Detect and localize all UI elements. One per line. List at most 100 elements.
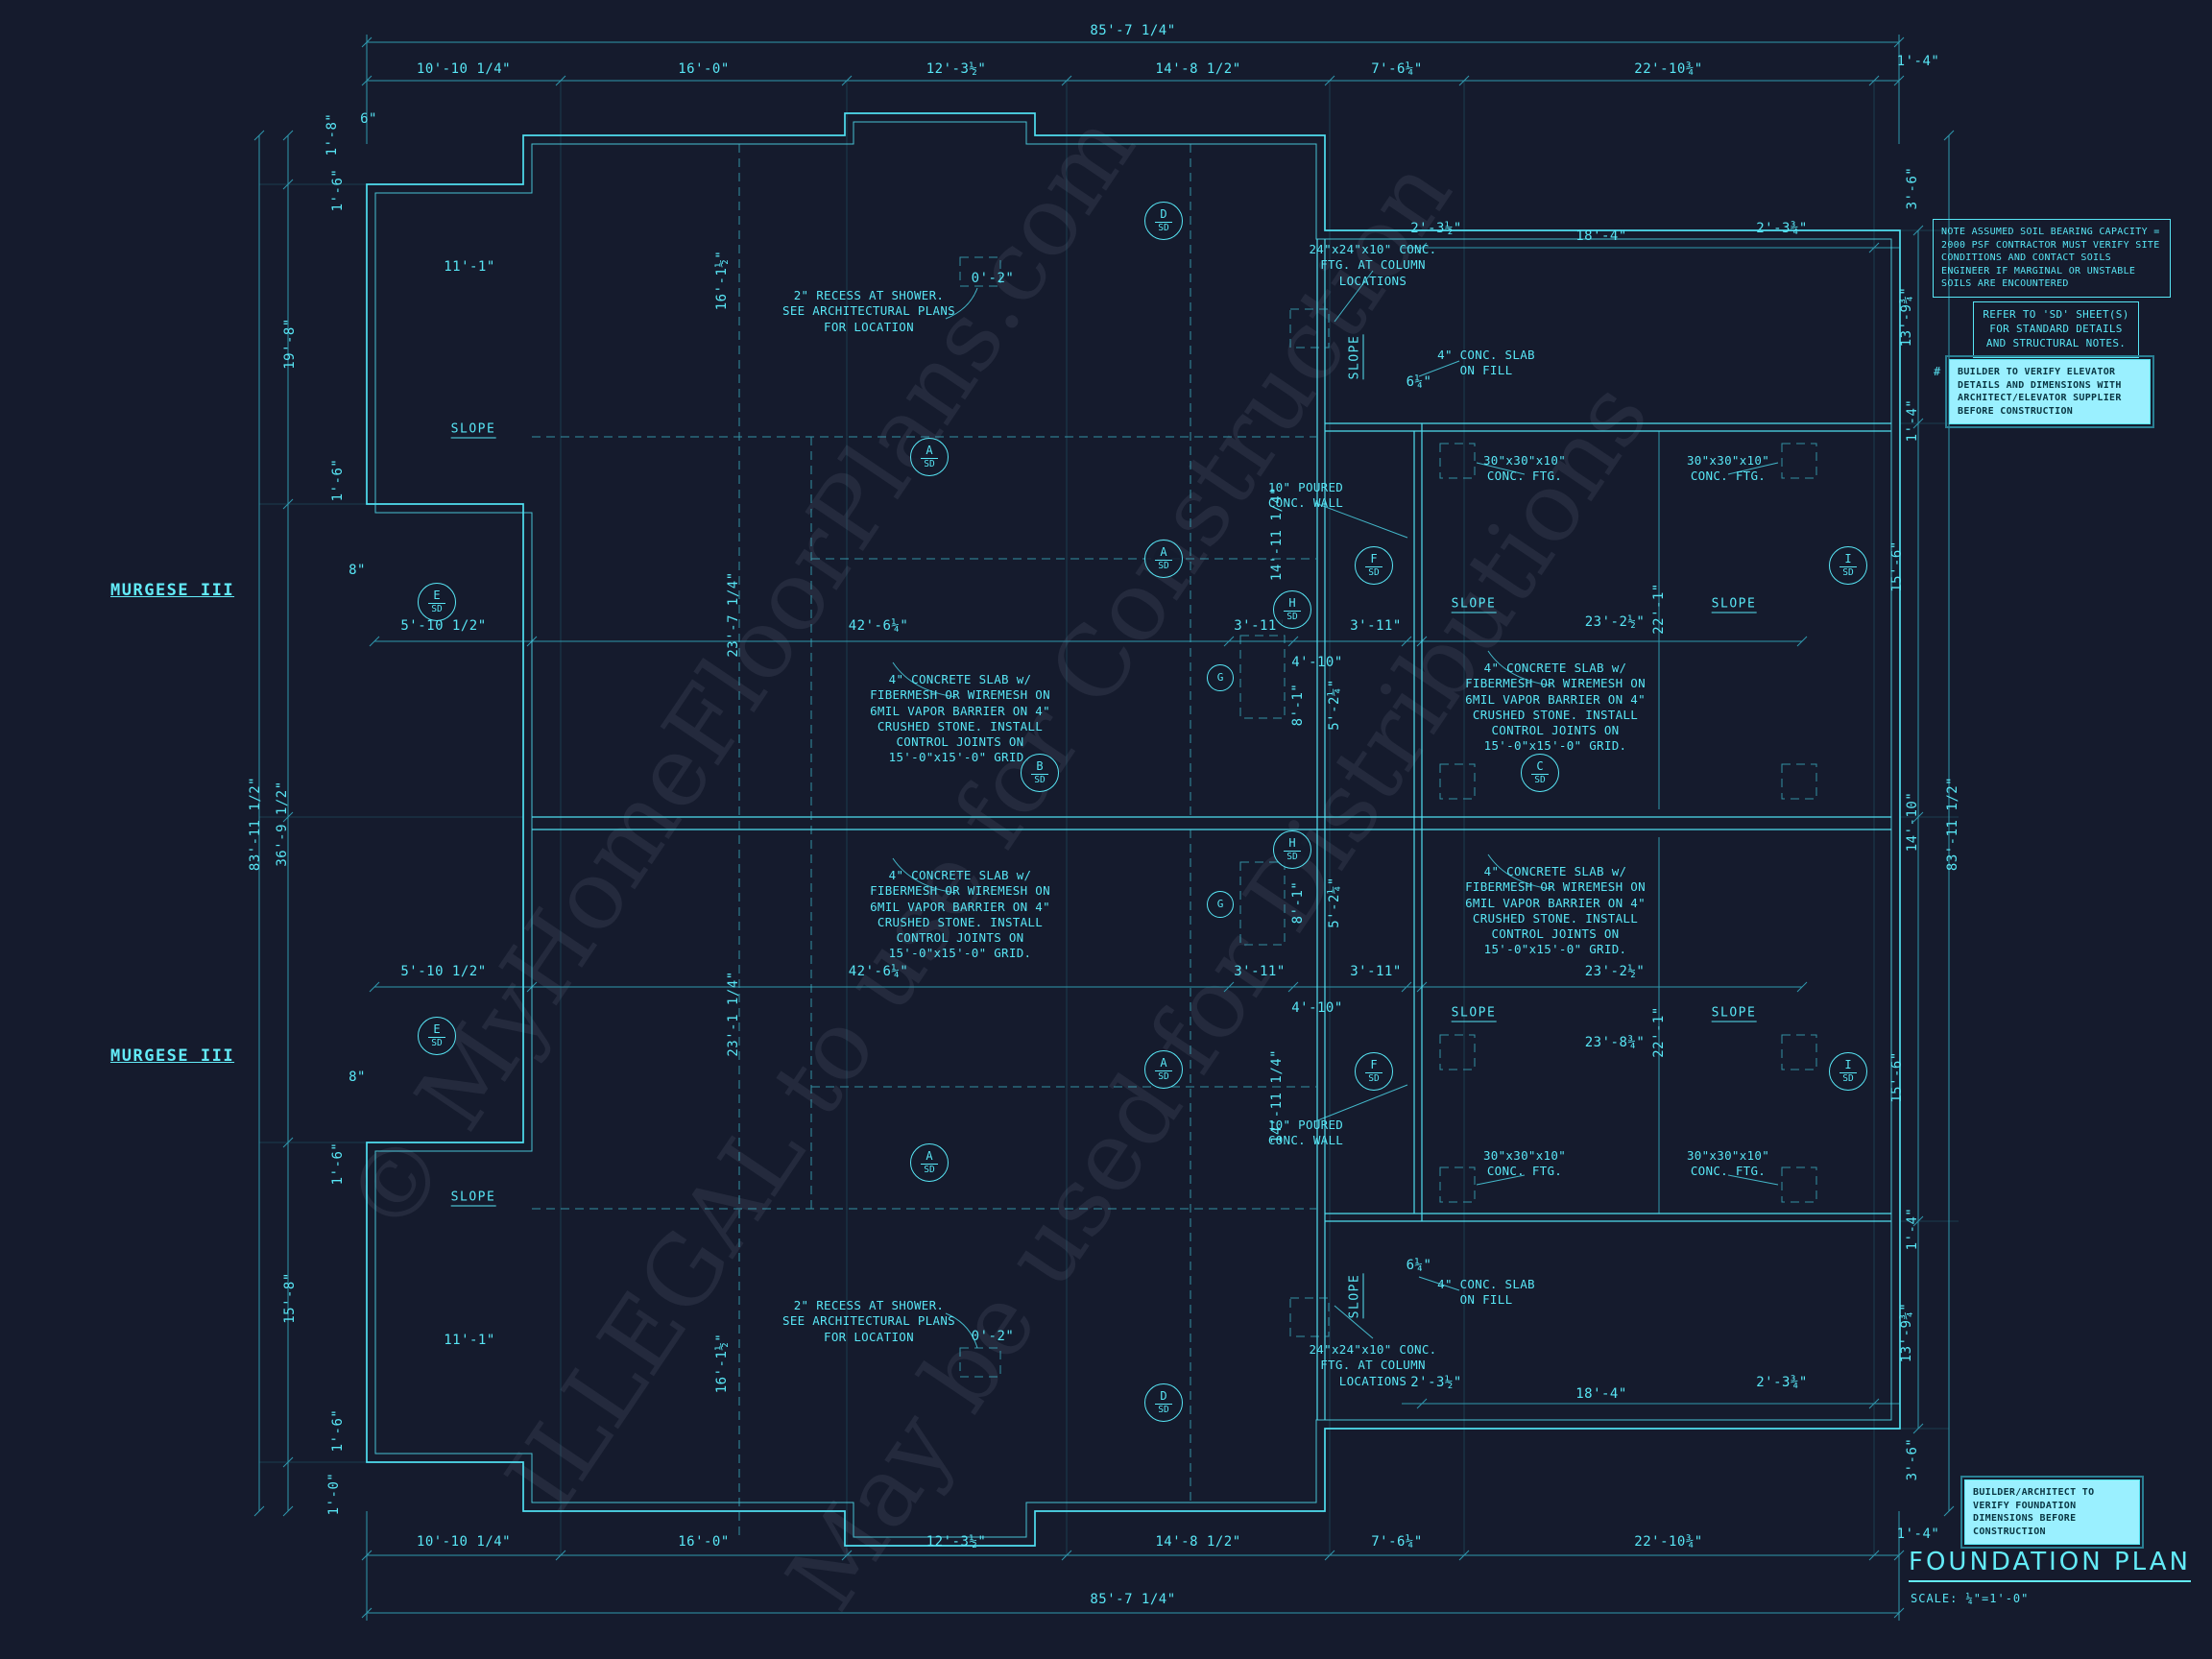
callout-sheet: SD <box>1368 1072 1380 1084</box>
dim-label: 3'-11" <box>1234 618 1286 634</box>
callout-letter: F <box>1365 1058 1382 1073</box>
callout-letter: E <box>428 589 445 604</box>
callout-letter: G <box>1216 898 1224 911</box>
dim-label: 1'-6" <box>330 168 346 212</box>
callout-sheet: SD <box>1534 774 1546 785</box>
dim-label: 13'-9¾" <box>1899 1302 1914 1363</box>
callout-letter: A <box>921 444 938 459</box>
dim-label: 42'-6¼" <box>848 618 909 634</box>
dim-label: 13'-9¾" <box>1899 286 1914 348</box>
dim-label: 1'-6" <box>330 458 346 502</box>
column-footing <box>1289 308 1330 349</box>
note-concrete-slab: 4" CONCRETE SLAB w/ FIBERMESH OR WIREMES… <box>870 868 1050 961</box>
note-column-footing: 24"x24"x10" CONC. FTG. AT COLUMN LOCATIO… <box>1309 242 1437 288</box>
unit-label-murgese: MURGESE III <box>110 581 235 600</box>
callout-letter: C <box>1531 759 1549 775</box>
garage-footing <box>1439 1166 1476 1203</box>
dim-label: 2'-3½" <box>1410 221 1462 236</box>
dim-label: 23'-8¾" <box>1584 1035 1646 1050</box>
dim-label: 85'-7 1/4" <box>1090 1592 1176 1607</box>
slope-label: SLOPE <box>1451 1005 1497 1022</box>
dim-label: 15'-8" <box>282 1272 298 1324</box>
dim-label: 85'-7 1/4" <box>1090 23 1176 38</box>
callout-letter: F <box>1365 552 1382 567</box>
dim-label: 23'-2½" <box>1584 964 1646 979</box>
dim-label: 7'-6¼" <box>1371 1534 1423 1550</box>
dim-label: 8" <box>349 1070 366 1085</box>
dim-label: 14'-8 1/2" <box>1155 61 1241 77</box>
callout-sheet: SD <box>924 458 935 469</box>
callout-sheet: SD <box>1158 222 1169 233</box>
slope-label: SLOPE <box>450 1190 496 1207</box>
callout-g: G <box>1207 664 1234 691</box>
column-pad <box>1239 861 1286 946</box>
note-garage-footing: 30"x30"x10" CONC. FTG. <box>1686 453 1770 484</box>
callout-letter: B <box>1031 759 1048 775</box>
foundation-walls <box>366 112 1901 1547</box>
unit-label-murgese: MURGESE III <box>110 1046 235 1066</box>
garage-footing <box>1781 763 1817 800</box>
note-concrete-slab: 4" CONCRETE SLAB w/ FIBERMESH OR WIREMES… <box>1465 864 1646 957</box>
note-slab-on-fill: 4" CONC. SLAB ON FILL <box>1437 348 1535 378</box>
dim-label: 16'-0" <box>678 61 730 77</box>
callout-sheet: SD <box>1842 566 1854 578</box>
sheet-title: FOUNDATION PLAN <box>1909 1548 2191 1582</box>
dim-label: 6¼" <box>1406 1258 1432 1273</box>
slope-label: SLOPE <box>1347 1273 1364 1319</box>
dim-label: 15'-6" <box>1889 541 1905 592</box>
dim-label: 1'-0" <box>326 1472 342 1516</box>
slope-label: SLOPE <box>1451 596 1497 613</box>
dim-label: 8'-1" <box>1290 880 1306 925</box>
dim-label: 22'-1" <box>1651 583 1667 635</box>
slope-label: SLOPE <box>450 421 496 439</box>
slope-label: SLOPE <box>1347 334 1364 380</box>
column-footing <box>1289 1297 1330 1337</box>
sheet-scale: SCALE: ¼"=1'-0" <box>1911 1592 2030 1605</box>
dim-label: 42'-6¼" <box>848 964 909 979</box>
dim-label: 18'-4" <box>1575 228 1627 244</box>
callout-sheet: SD <box>1034 774 1046 785</box>
dim-label: 4'-10" <box>1291 1000 1343 1016</box>
leader-lines <box>892 270 1779 1349</box>
slope-label: SLOPE <box>1711 596 1757 613</box>
dim-label: 10'-10 1/4" <box>416 1534 512 1550</box>
dim-label: 3'-6" <box>1905 1437 1920 1481</box>
dim-label: 1'-8" <box>325 112 340 156</box>
garage-footing <box>1781 1034 1817 1070</box>
note-shower-recess: 2" RECESS AT SHOWER. SEE ARCHITECTURAL P… <box>782 288 955 334</box>
note-garage-footing: 30"x30"x10" CONC. FTG. <box>1482 1148 1567 1179</box>
slope-label: SLOPE <box>1711 1005 1757 1022</box>
callout-sheet: SD <box>924 1164 935 1175</box>
inner-wall-line <box>374 121 1892 1538</box>
dim-label: 1'-4" <box>1905 1207 1920 1251</box>
dim-label: 1'-4" <box>1896 54 1940 69</box>
dim-label: 2'-3¾" <box>1756 1375 1808 1390</box>
dim-label: 18'-4" <box>1575 1386 1627 1402</box>
dim-label: 23'-2½" <box>1584 614 1646 630</box>
interior-walls <box>532 239 1891 1420</box>
dim-label: 14'-8 1/2" <box>1155 1534 1241 1550</box>
note-shower-recess: 2" RECESS AT SHOWER. SEE ARCHITECTURAL P… <box>782 1298 955 1344</box>
note-poured-wall: 10" POURED CONC. WALL <box>1267 1118 1344 1148</box>
dim-label: 1'-4" <box>1896 1527 1940 1542</box>
callout-letter: D <box>1155 207 1172 223</box>
note-garage-footing: 30"x30"x10" CONC. FTG. <box>1686 1148 1770 1179</box>
dim-label: 19'-8" <box>282 318 298 370</box>
sd-sheet-note: REFER TO 'SD' SHEET(S) FOR STANDARD DETA… <box>1973 301 2139 358</box>
callout-sheet: SD <box>1286 851 1298 862</box>
callout-sheet: SD <box>1286 611 1298 622</box>
callout-letter: A <box>921 1149 938 1165</box>
callout-letter: I <box>1839 1058 1857 1073</box>
dim-label: 0'-2" <box>971 271 1015 286</box>
dim-label: 16'-1½" <box>714 1333 730 1394</box>
dim-label: 11'-1" <box>444 1333 495 1348</box>
